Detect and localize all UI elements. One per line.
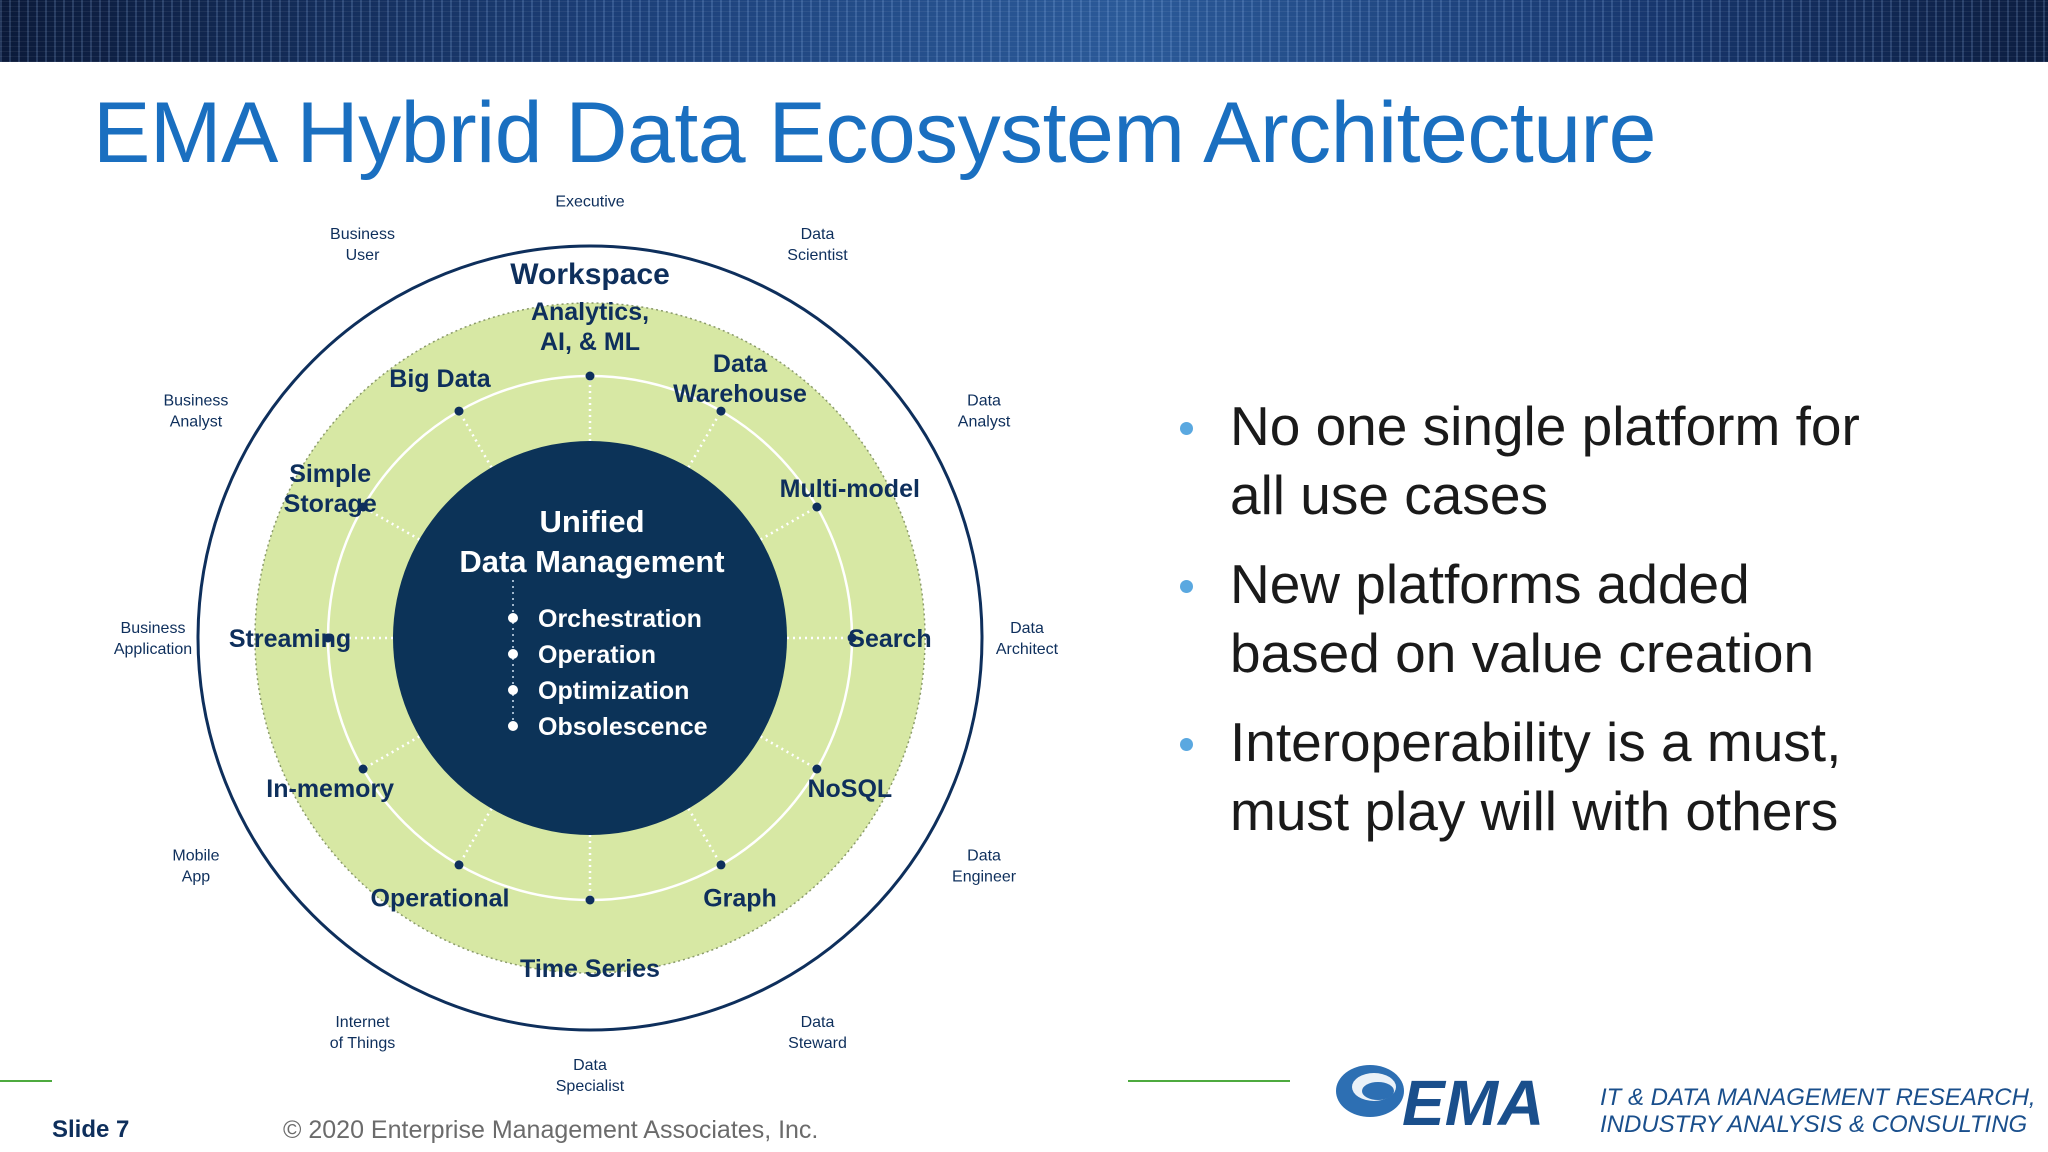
platform-label-graph: Graph (703, 885, 777, 913)
platform-node-dot-icon (585, 371, 595, 381)
tagline-line1: IT & DATA MANAGEMENT RESEARCH, (1600, 1084, 2036, 1111)
bullet-dot-icon (1180, 738, 1193, 751)
platform-spoke (457, 807, 493, 866)
copyright-notice: © 2020 Enterprise Management Associates,… (283, 1116, 819, 1144)
platform-spoke (362, 505, 421, 541)
workspace-label: Workspace (510, 258, 670, 291)
center-item-obsolescence: Obsolescence (538, 713, 708, 741)
platform-label-search: Search (848, 625, 931, 653)
platform-label-in-memory: In-memory (266, 775, 394, 803)
bullet-dot-icon (1180, 422, 1193, 435)
bullet-point: New platforms added based on value creati… (1180, 550, 1980, 688)
platform-label-multi-model: Multi-model (780, 475, 920, 503)
footer-rule-left (0, 1080, 52, 1082)
center-title-line1: Unified (539, 504, 644, 539)
slide-number: Slide 7 (52, 1116, 130, 1143)
bullet-line: Interoperability is a must, (1230, 711, 1842, 773)
platform-node-dot-icon (585, 895, 595, 905)
bullet-line: all use cases (1230, 464, 1548, 526)
platform-node-dot-icon (358, 502, 368, 512)
center-item-bullet-icon (508, 649, 518, 659)
platform-label-nosql: NoSQL (807, 775, 892, 803)
center-item-orchestration: Orchestration (538, 605, 702, 633)
bullet-point: Interoperability is a must, must play wil… (1180, 708, 1980, 846)
platform-spoke (759, 505, 818, 541)
center-item-operation: Operation (538, 641, 656, 669)
bullet-line: No one single platform for (1230, 395, 1860, 457)
platform-label-big-data: Big Data (389, 365, 492, 393)
platform-node-dot-icon (454, 406, 464, 416)
slide-title: EMA Hybrid Data Ecosystem Architecture (93, 85, 1657, 181)
bullet-dot-icon (1180, 580, 1193, 593)
platform-spoke (759, 735, 818, 771)
platform-node-dot-icon (716, 406, 726, 416)
platform-spoke (687, 807, 723, 866)
center-item-bullet-icon (508, 721, 518, 731)
bullet-line: New platforms added (1230, 553, 1750, 615)
platform-spoke (457, 410, 493, 469)
company-tagline: IT & DATA MANAGEMENT RESEARCH, INDUSTRY … (1600, 1084, 2036, 1138)
center-item-bullet-icon (508, 685, 518, 695)
platform-node-dot-icon (358, 764, 368, 774)
platform-node-dot-icon (323, 633, 333, 643)
bullet-point: No one single platform for all use cases (1180, 392, 1980, 530)
bullet-line: must play will with others (1230, 780, 1839, 842)
bullet-line: based on value creation (1230, 622, 1815, 684)
unified-data-management-core (393, 441, 787, 835)
platform-label-streaming: Streaming (229, 625, 351, 653)
platform-node-dot-icon (812, 764, 822, 774)
platform-node-dot-icon (716, 860, 726, 870)
platform-spoke (687, 410, 723, 469)
platform-label-operational: Operational (371, 885, 510, 913)
platform-node-dot-icon (454, 860, 464, 870)
ema-logo-text: EMA (1402, 1067, 1544, 1135)
center-item-bullet-icon (508, 613, 518, 623)
platform-node-dot-icon (812, 502, 822, 512)
center-title-line2: Data Management (459, 544, 724, 579)
platform-label-analytics-ai-ml: Analytics,AI, & ML (531, 298, 649, 356)
footer-rule-right (1128, 1080, 1290, 1082)
platform-spoke (362, 735, 421, 771)
tagline-line2: INDUSTRY ANALYSIS & CONSULTING (1600, 1111, 2028, 1138)
user-label-executive: Executive (555, 194, 624, 211)
header-banner (0, 0, 2048, 62)
center-item-optimization: Optimization (538, 677, 689, 705)
platform-label-time-series: Time Series (520, 955, 660, 983)
ecosystem-diagram: Workspace Unified Data Management Orches… (114, 194, 1059, 1095)
platform-node-dot-icon (847, 633, 857, 643)
ema-logo: EMA (1336, 1065, 1544, 1135)
